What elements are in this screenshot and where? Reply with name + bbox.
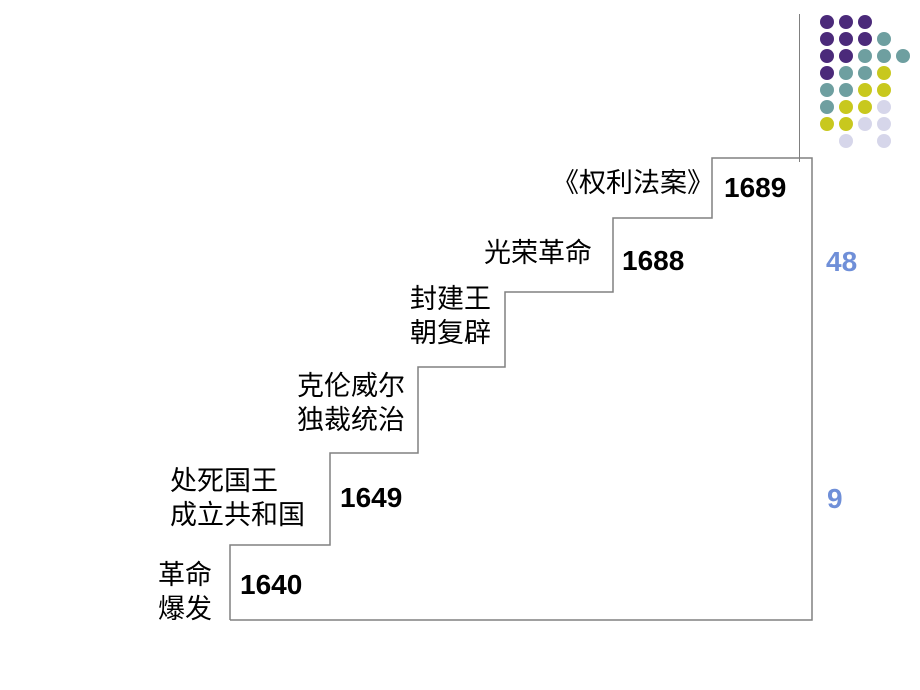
dot-yellow <box>858 100 872 114</box>
step-4-label-line-2: 朝复辟 <box>410 318 491 349</box>
step-1-label-line-2: 爆发 <box>158 594 212 625</box>
dot-purple <box>820 66 834 80</box>
step-6-label-line-1: 《权利法案》 <box>552 168 714 199</box>
dot-purple <box>839 15 853 29</box>
step-2-label: 处死国王 成立共和国 <box>170 465 305 533</box>
dot-teal <box>896 49 910 63</box>
dot-yellow <box>839 100 853 114</box>
dot-yellow <box>839 117 853 131</box>
dot-purple <box>858 32 872 46</box>
step-3-label: 克伦威尔 独裁统治 <box>297 370 405 438</box>
step-1-label-line-1: 革命 <box>158 560 212 591</box>
step-3-label-line-2: 独裁统治 <box>297 405 405 436</box>
dot-teal <box>877 49 891 63</box>
step-1-year: 1640 <box>240 569 303 600</box>
dot-teal <box>877 32 891 46</box>
dot-lavender <box>877 117 891 131</box>
dot-purple <box>839 49 853 63</box>
side-number-lower: 9 <box>827 483 843 514</box>
dot-yellow <box>877 83 891 97</box>
dot-teal <box>820 83 834 97</box>
dot-teal <box>858 49 872 63</box>
dot-teal <box>839 66 853 80</box>
dot-teal <box>858 66 872 80</box>
dot-teal <box>839 83 853 97</box>
dot-purple <box>858 15 872 29</box>
dot-purple <box>820 49 834 63</box>
step-3-label-line-1: 克伦威尔 <box>297 371 405 402</box>
step-6-label: 《权利法案》 <box>552 167 714 201</box>
dot-yellow <box>858 83 872 97</box>
dot-yellow <box>820 117 834 131</box>
dot-lavender <box>858 117 872 131</box>
step-6-year: 1689 <box>724 172 787 203</box>
dot-purple <box>820 32 834 46</box>
step-2-label-line-1: 处死国王 <box>170 466 278 497</box>
side-number-upper: 48 <box>826 246 858 277</box>
step-2-year: 1649 <box>340 482 403 513</box>
dot-purple <box>839 32 853 46</box>
step-1-label: 革命 爆发 <box>158 559 212 627</box>
dot-purple <box>820 15 834 29</box>
dot-lavender <box>877 134 891 148</box>
dot-lavender <box>877 100 891 114</box>
dot-teal <box>820 100 834 114</box>
step-2-label-line-2: 成立共和国 <box>170 500 305 531</box>
step-5-label-line-1: 光荣革命 <box>484 238 592 269</box>
decorative-vertical-line <box>799 14 800 162</box>
step-5-label: 光荣革命 <box>484 237 592 271</box>
step-4-label-line-1: 封建王 <box>410 284 491 315</box>
dot-yellow <box>877 66 891 80</box>
dot-lavender <box>839 134 853 148</box>
step-5-year: 1688 <box>622 245 685 276</box>
step-4-label: 封建王 朝复辟 <box>410 283 491 351</box>
